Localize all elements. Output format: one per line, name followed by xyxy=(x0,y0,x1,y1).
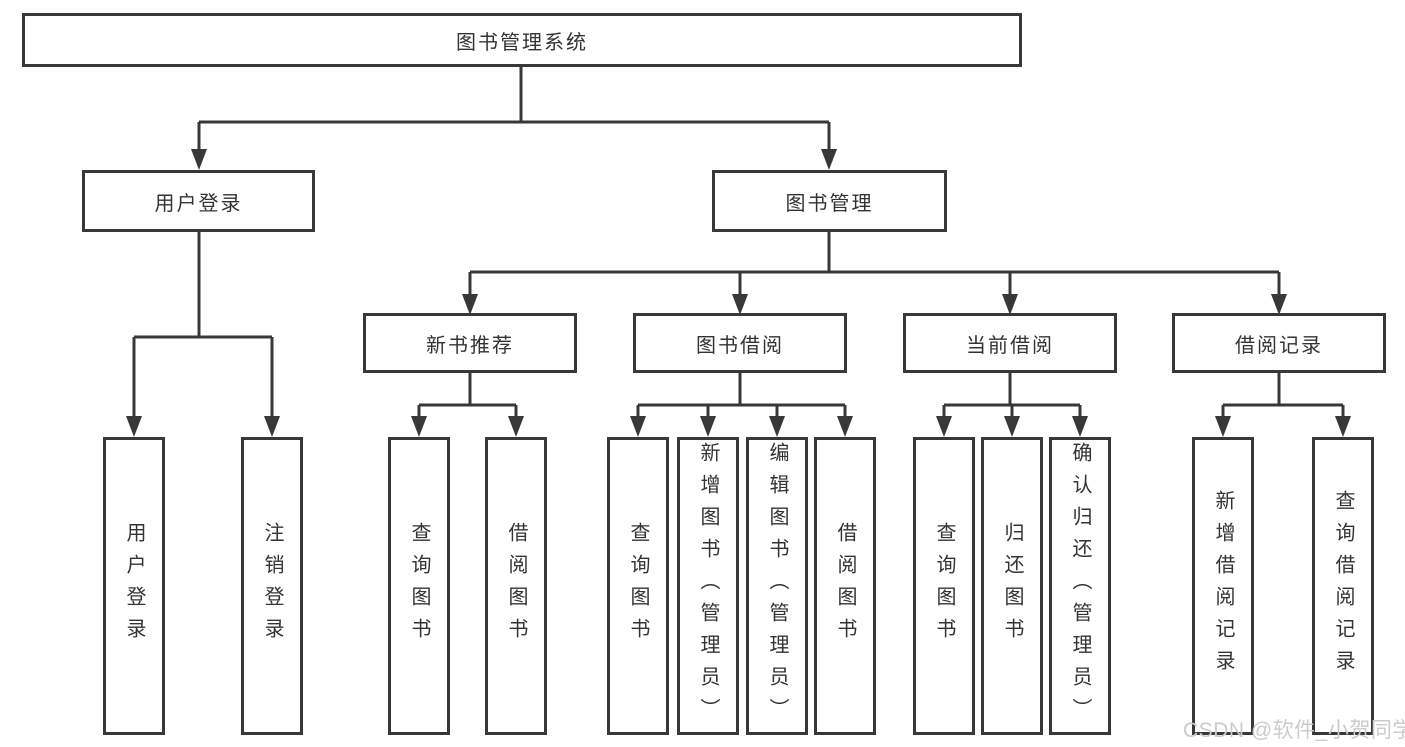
leaf-user-login: 用户登录 xyxy=(103,437,165,735)
node-book-management: 图书管理 xyxy=(712,170,947,232)
node-book-management-label: 图书管理 xyxy=(785,192,874,215)
leaf-add-borrow-record: 新增借阅记录 xyxy=(1192,437,1254,735)
leaf-edit-book-admin: 编辑图书（管理员） xyxy=(746,437,808,735)
node-book-borrowing: 图书借阅 xyxy=(633,313,847,373)
leaf-borrow-books-borrowing: 借阅图书 xyxy=(814,437,876,735)
leaf-query-borrow-record-label: 查询借阅记录 xyxy=(1332,490,1354,682)
node-new-book-recommendation-label: 新书推荐 xyxy=(426,334,514,357)
leaf-return-book: 归还图书 xyxy=(981,437,1043,735)
leaf-query-borrow-record: 查询借阅记录 xyxy=(1312,437,1374,735)
node-user-login-label: 用户登录 xyxy=(154,192,243,215)
node-current-borrowing: 当前借阅 xyxy=(903,313,1117,373)
leaf-confirm-return-admin: 确认归还（管理员） xyxy=(1049,437,1111,735)
node-borrowing-records-label: 借阅记录 xyxy=(1235,334,1323,357)
leaf-borrow-books-recommend-label: 借阅图书 xyxy=(505,522,527,650)
leaf-query-books-borrowing-label: 查询图书 xyxy=(627,522,649,650)
leaf-confirm-return-admin-label: 确认归还（管理员） xyxy=(1069,442,1091,730)
leaf-borrow-books-borrowing-label: 借阅图书 xyxy=(834,522,856,650)
leaf-return-book-label: 归还图书 xyxy=(1001,522,1023,650)
leaf-edit-book-admin-label: 编辑图书（管理员） xyxy=(766,442,788,730)
node-current-borrowing-label: 当前借阅 xyxy=(966,334,1054,357)
node-root: 图书管理系统 xyxy=(22,13,1022,67)
leaf-logout-label: 注销登录 xyxy=(261,522,283,650)
node-root-label: 图书管理系统 xyxy=(456,31,588,54)
leaf-query-books-recommend: 查询图书 xyxy=(388,437,450,735)
node-user-login: 用户登录 xyxy=(82,170,315,232)
leaf-query-books-recommend-label: 查询图书 xyxy=(408,522,430,650)
leaf-query-books-borrowing: 查询图书 xyxy=(607,437,669,735)
node-borrowing-records: 借阅记录 xyxy=(1172,313,1386,373)
leaf-query-books-current-label: 查询图书 xyxy=(933,522,955,650)
leaf-add-book-admin-label: 新增图书（管理员） xyxy=(697,442,719,730)
leaf-add-book-admin: 新增图书（管理员） xyxy=(677,437,739,735)
leaf-query-books-current: 查询图书 xyxy=(913,437,975,735)
leaf-user-login-label: 用户登录 xyxy=(123,522,145,650)
leaf-logout: 注销登录 xyxy=(241,437,303,735)
leaf-borrow-books-recommend: 借阅图书 xyxy=(485,437,547,735)
leaf-add-borrow-record-label: 新增借阅记录 xyxy=(1212,490,1234,682)
node-book-borrowing-label: 图书借阅 xyxy=(696,334,784,357)
node-new-book-recommendation: 新书推荐 xyxy=(363,313,577,373)
watermark: CSDN @软件_小贺同学 xyxy=(1183,719,1405,742)
